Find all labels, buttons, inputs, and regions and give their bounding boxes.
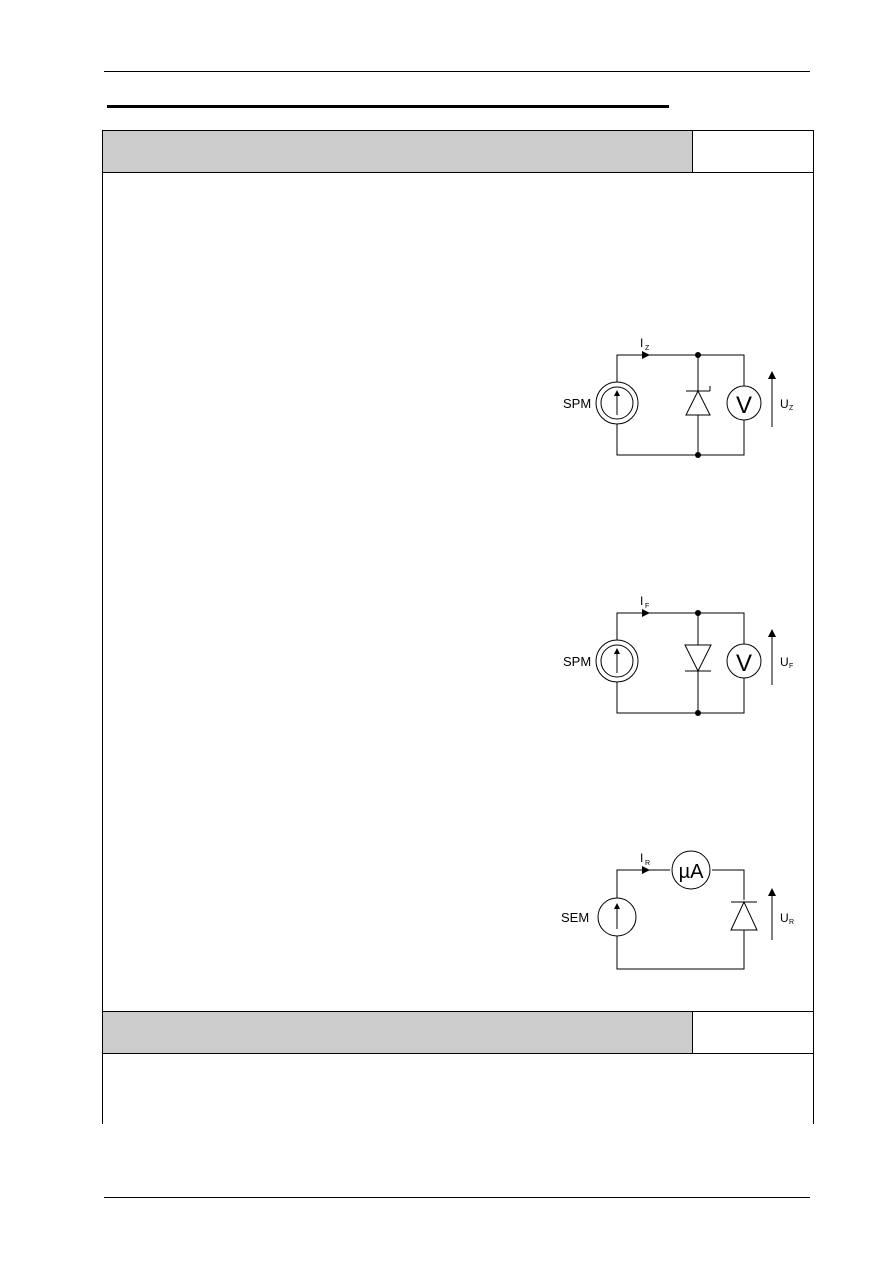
source-label: SEM	[561, 910, 589, 925]
microammeter-icon	[671, 850, 711, 890]
diode-icon	[730, 900, 758, 931]
section-1-side-cell	[692, 130, 814, 173]
voltage-label: U	[780, 655, 789, 669]
source-label: SPM	[563, 396, 591, 411]
title-underline	[107, 105, 669, 108]
zener-circuit-diagram: I Z SPM V U Z	[563, 336, 794, 458]
microammeter-label: µA	[679, 861, 705, 883]
voltage-subscript: F	[789, 663, 793, 670]
forward-circuit-diagram: I F SPM V U F	[563, 594, 793, 716]
voltmeter-label: V	[736, 392, 752, 419]
current-arrow-icon	[642, 351, 650, 359]
voltage-arrow-icon	[768, 371, 776, 379]
zener-diode-icon	[685, 386, 711, 416]
voltage-label: U	[780, 911, 789, 925]
voltage-label: U	[780, 397, 789, 411]
voltage-subscript: R	[789, 919, 794, 926]
section-2-content	[102, 1053, 814, 1124]
current-arrow-icon	[642, 609, 650, 617]
current-label: I	[640, 851, 643, 865]
voltage-subscript: Z	[789, 405, 794, 412]
current-arrow-icon	[642, 866, 650, 874]
footer-rule	[104, 1197, 810, 1198]
diode-icon	[684, 644, 712, 673]
voltmeter-icon	[726, 385, 762, 421]
voltage-arrow-icon	[768, 888, 776, 896]
current-subscript: F	[645, 603, 649, 610]
current-source-icon	[595, 381, 639, 425]
header-rule	[104, 71, 810, 72]
voltmeter-label: V	[736, 650, 752, 677]
section-1-title-cell	[102, 130, 693, 173]
reverse-circuit-diagram: I R µA SEM U R	[561, 850, 794, 970]
current-label: I	[640, 594, 643, 608]
source-label: SPM	[563, 654, 591, 669]
voltmeter-icon	[726, 643, 762, 679]
voltage-source-icon	[597, 897, 637, 937]
current-source-icon	[595, 639, 639, 683]
section-1-content	[102, 172, 814, 1012]
section-2-side-cell	[692, 1011, 814, 1054]
current-subscript: R	[645, 860, 650, 867]
section-2-title-cell	[102, 1011, 693, 1054]
current-label: I	[640, 336, 643, 350]
voltage-arrow-icon	[768, 629, 776, 637]
current-subscript: Z	[645, 345, 650, 352]
